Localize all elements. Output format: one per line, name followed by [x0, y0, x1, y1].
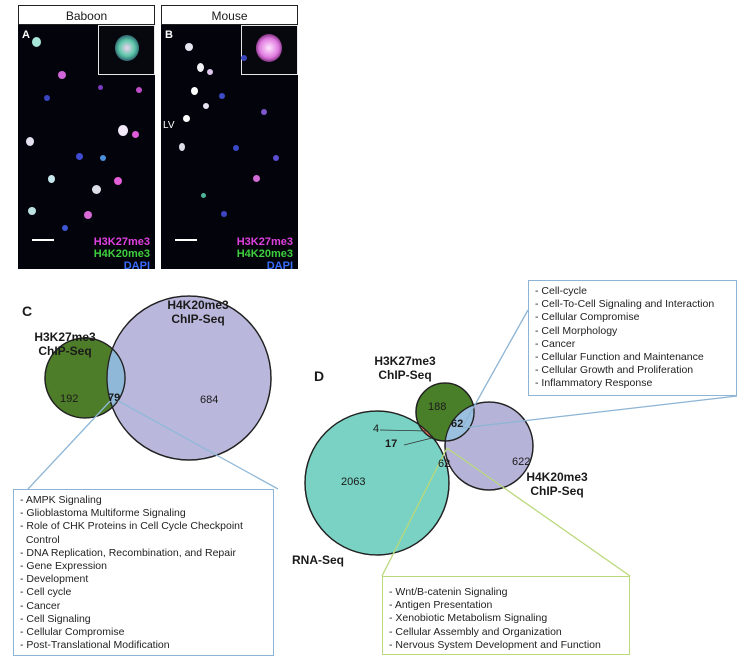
panel-c-letter: C: [22, 303, 33, 319]
pathway-d-blue-item: - Inflammatory Response: [535, 377, 653, 390]
venn-d-top-title-line2: ChIP-Seq: [378, 368, 432, 382]
venn-d-right-count: 622: [512, 456, 531, 468]
mouse-label-h4k20me3: H4K20me3: [236, 248, 293, 260]
mouse-inset: [241, 25, 298, 75]
pathway-c-item: - AMPK Signaling: [20, 494, 102, 506]
venn-d-top-title: H3K27me3 ChIP-Seq: [368, 354, 442, 382]
pathway-d-blue-item: - Cellular Function and Maintenance: [535, 351, 704, 364]
pathway-c-item: - Gene Expression: [20, 560, 107, 573]
pathway-d-blue-item: - Cancer: [535, 337, 576, 350]
venn-d-rna-top-count: 4: [373, 423, 380, 435]
mouse-micrograph: B LV H3K27me3 H4K20me3 DAPI: [161, 25, 298, 269]
callout-line-d-green-right: [446, 447, 631, 577]
panel-d-letter: D: [314, 368, 325, 384]
baboon-label-h4k20me3: H4K20me3: [93, 248, 150, 260]
pathway-d-blue-item: - Cellular Compromise: [535, 311, 640, 324]
pathway-d-green-item: - Nervous System Development and Functio…: [389, 638, 601, 651]
pathway-d-green-item: - Xenobiotic Metabolism Signaling: [389, 612, 548, 625]
leader-line-17: [403, 437, 433, 446]
panel-a-header: Baboon: [18, 5, 155, 25]
venn-d-all-three-count: 17: [385, 438, 398, 450]
panel-b-header: Mouse: [161, 5, 298, 25]
leader-line-4: [379, 429, 429, 432]
venn-d-top-right-count: 62: [451, 418, 464, 430]
venn-c-right-title-line2: ChIP-Seq: [171, 312, 225, 326]
pathway-c-item: - Cell cycle: [20, 586, 72, 599]
venn-d-rna-title: RNA-Seq: [292, 553, 345, 567]
venn-c-right-title-line1: H4K20me3: [167, 298, 229, 312]
callout-line-c-right: [112, 397, 279, 490]
pathway-d-blue-item: - Cell-cycle: [535, 285, 587, 297]
pathway-d-green-item: - Wnt/B-catenin Signaling: [389, 586, 508, 598]
venn-d-rna-right-count: 62: [438, 458, 451, 470]
pathway-c-item: - Cell Signaling: [20, 612, 91, 625]
mouse-scale-bar: [175, 239, 197, 241]
venn-c-left-title-line1: H3K27me3: [34, 330, 96, 344]
baboon-micrograph: A H3K27me3 H4K20me3 DAPI: [18, 25, 155, 269]
venn-d-top-count: 188: [428, 401, 447, 413]
pathway-d-blue-item: - Cell Morphology: [535, 324, 618, 337]
baboon-label-dapi: DAPI: [123, 260, 150, 269]
baboon-label-h3k27me3: H3K27me3: [93, 236, 150, 248]
pathway-c-item: - Cellular Compromise: [20, 626, 125, 639]
pathway-d-green-item: - Cellular Assembly and Organization: [389, 625, 562, 638]
mouse-label-h3k27me3: H3K27me3: [236, 236, 293, 248]
venn-c-left-count: 192: [60, 393, 79, 405]
venn-c-left-title: H3K27me3 ChIP-Seq: [30, 330, 100, 358]
panel-b-letter: B: [165, 29, 173, 41]
venn-d-rna-count: 2063: [341, 476, 366, 488]
panel-d-green-pathway-box: - Wnt/B-catenin Signaling - Antigen Pres…: [382, 576, 630, 655]
pathway-c-item: - Cancer: [20, 599, 61, 612]
callout-line-c-left: [27, 397, 114, 490]
pathway-c-item: - Post-Translational Modification: [20, 639, 170, 652]
mouse-label-dapi: DAPI: [266, 260, 293, 269]
callout-line-d-green-left: [381, 447, 448, 577]
venn-c-left-title-line2: ChIP-Seq: [38, 344, 92, 358]
venn-d-right-title: H4K20me3 ChIP-Seq: [518, 470, 596, 498]
pathway-d-blue-item: - Cell-To-Cell Signaling and Interaction: [535, 298, 715, 311]
pathway-c-item: - Role of CHK Proteins in Cell Cycle Che…: [20, 520, 243, 533]
venn-d-top-right-overlap: [445, 402, 474, 441]
venn-d-right-title-line1: H4K20me3: [526, 470, 588, 484]
lv-label: LV: [163, 120, 175, 131]
pathway-d-blue-item: - Cellular Growth and Proliferation: [535, 364, 694, 377]
baboon-scale-bar: [32, 239, 54, 241]
venn-d-right-title-line2: ChIP-Seq: [530, 484, 584, 498]
panel-a-letter: A: [22, 29, 30, 41]
pathway-c-item: - DNA Replication, Recombination, and Re…: [20, 546, 236, 559]
pathway-d-green-item: - Antigen Presentation: [389, 599, 493, 612]
pathway-c-item: - Glioblastoma Multiforme Signaling: [20, 507, 186, 520]
panel-d-blue-pathway-box: - Cell-cycle - Cell-To-Cell Signaling an…: [528, 280, 737, 396]
pathway-c-item: - Development: [20, 573, 89, 586]
venn-c-overlap-count: 79: [108, 392, 121, 404]
pathway-c-item: Control: [20, 533, 60, 546]
venn-c-right-title: H4K20me3 ChIP-Seq: [158, 298, 238, 326]
venn-c-right-count: 684: [200, 394, 219, 406]
baboon-inset: [98, 25, 155, 75]
venn-d-top-title-line1: H3K27me3: [374, 354, 436, 368]
callout-line-d-blue-bottom: [461, 395, 738, 429]
panel-c-pathway-box: - AMPK Signaling - Glioblastoma Multifor…: [13, 489, 274, 656]
callout-line-d-blue-top: [461, 309, 529, 429]
